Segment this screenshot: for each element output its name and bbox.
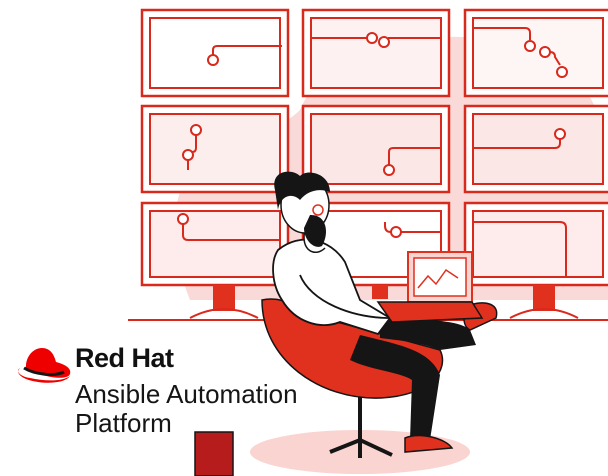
monitor [140,104,290,194]
product-name-line2: Platform [75,408,172,438]
red-hat-logo-icon [18,348,71,383]
monitor [463,201,608,287]
laptop-icon [376,251,484,323]
monitor [301,8,451,98]
monitor [463,8,608,98]
person-figure [272,171,498,453]
brand-name: Red Hat [75,343,174,373]
monitor [140,8,290,98]
product-name: Ansible Automation Platform [75,380,375,438]
product-name-line1: Ansible Automation [75,379,298,409]
monitor-stands [189,285,579,319]
accent-block [194,431,234,476]
